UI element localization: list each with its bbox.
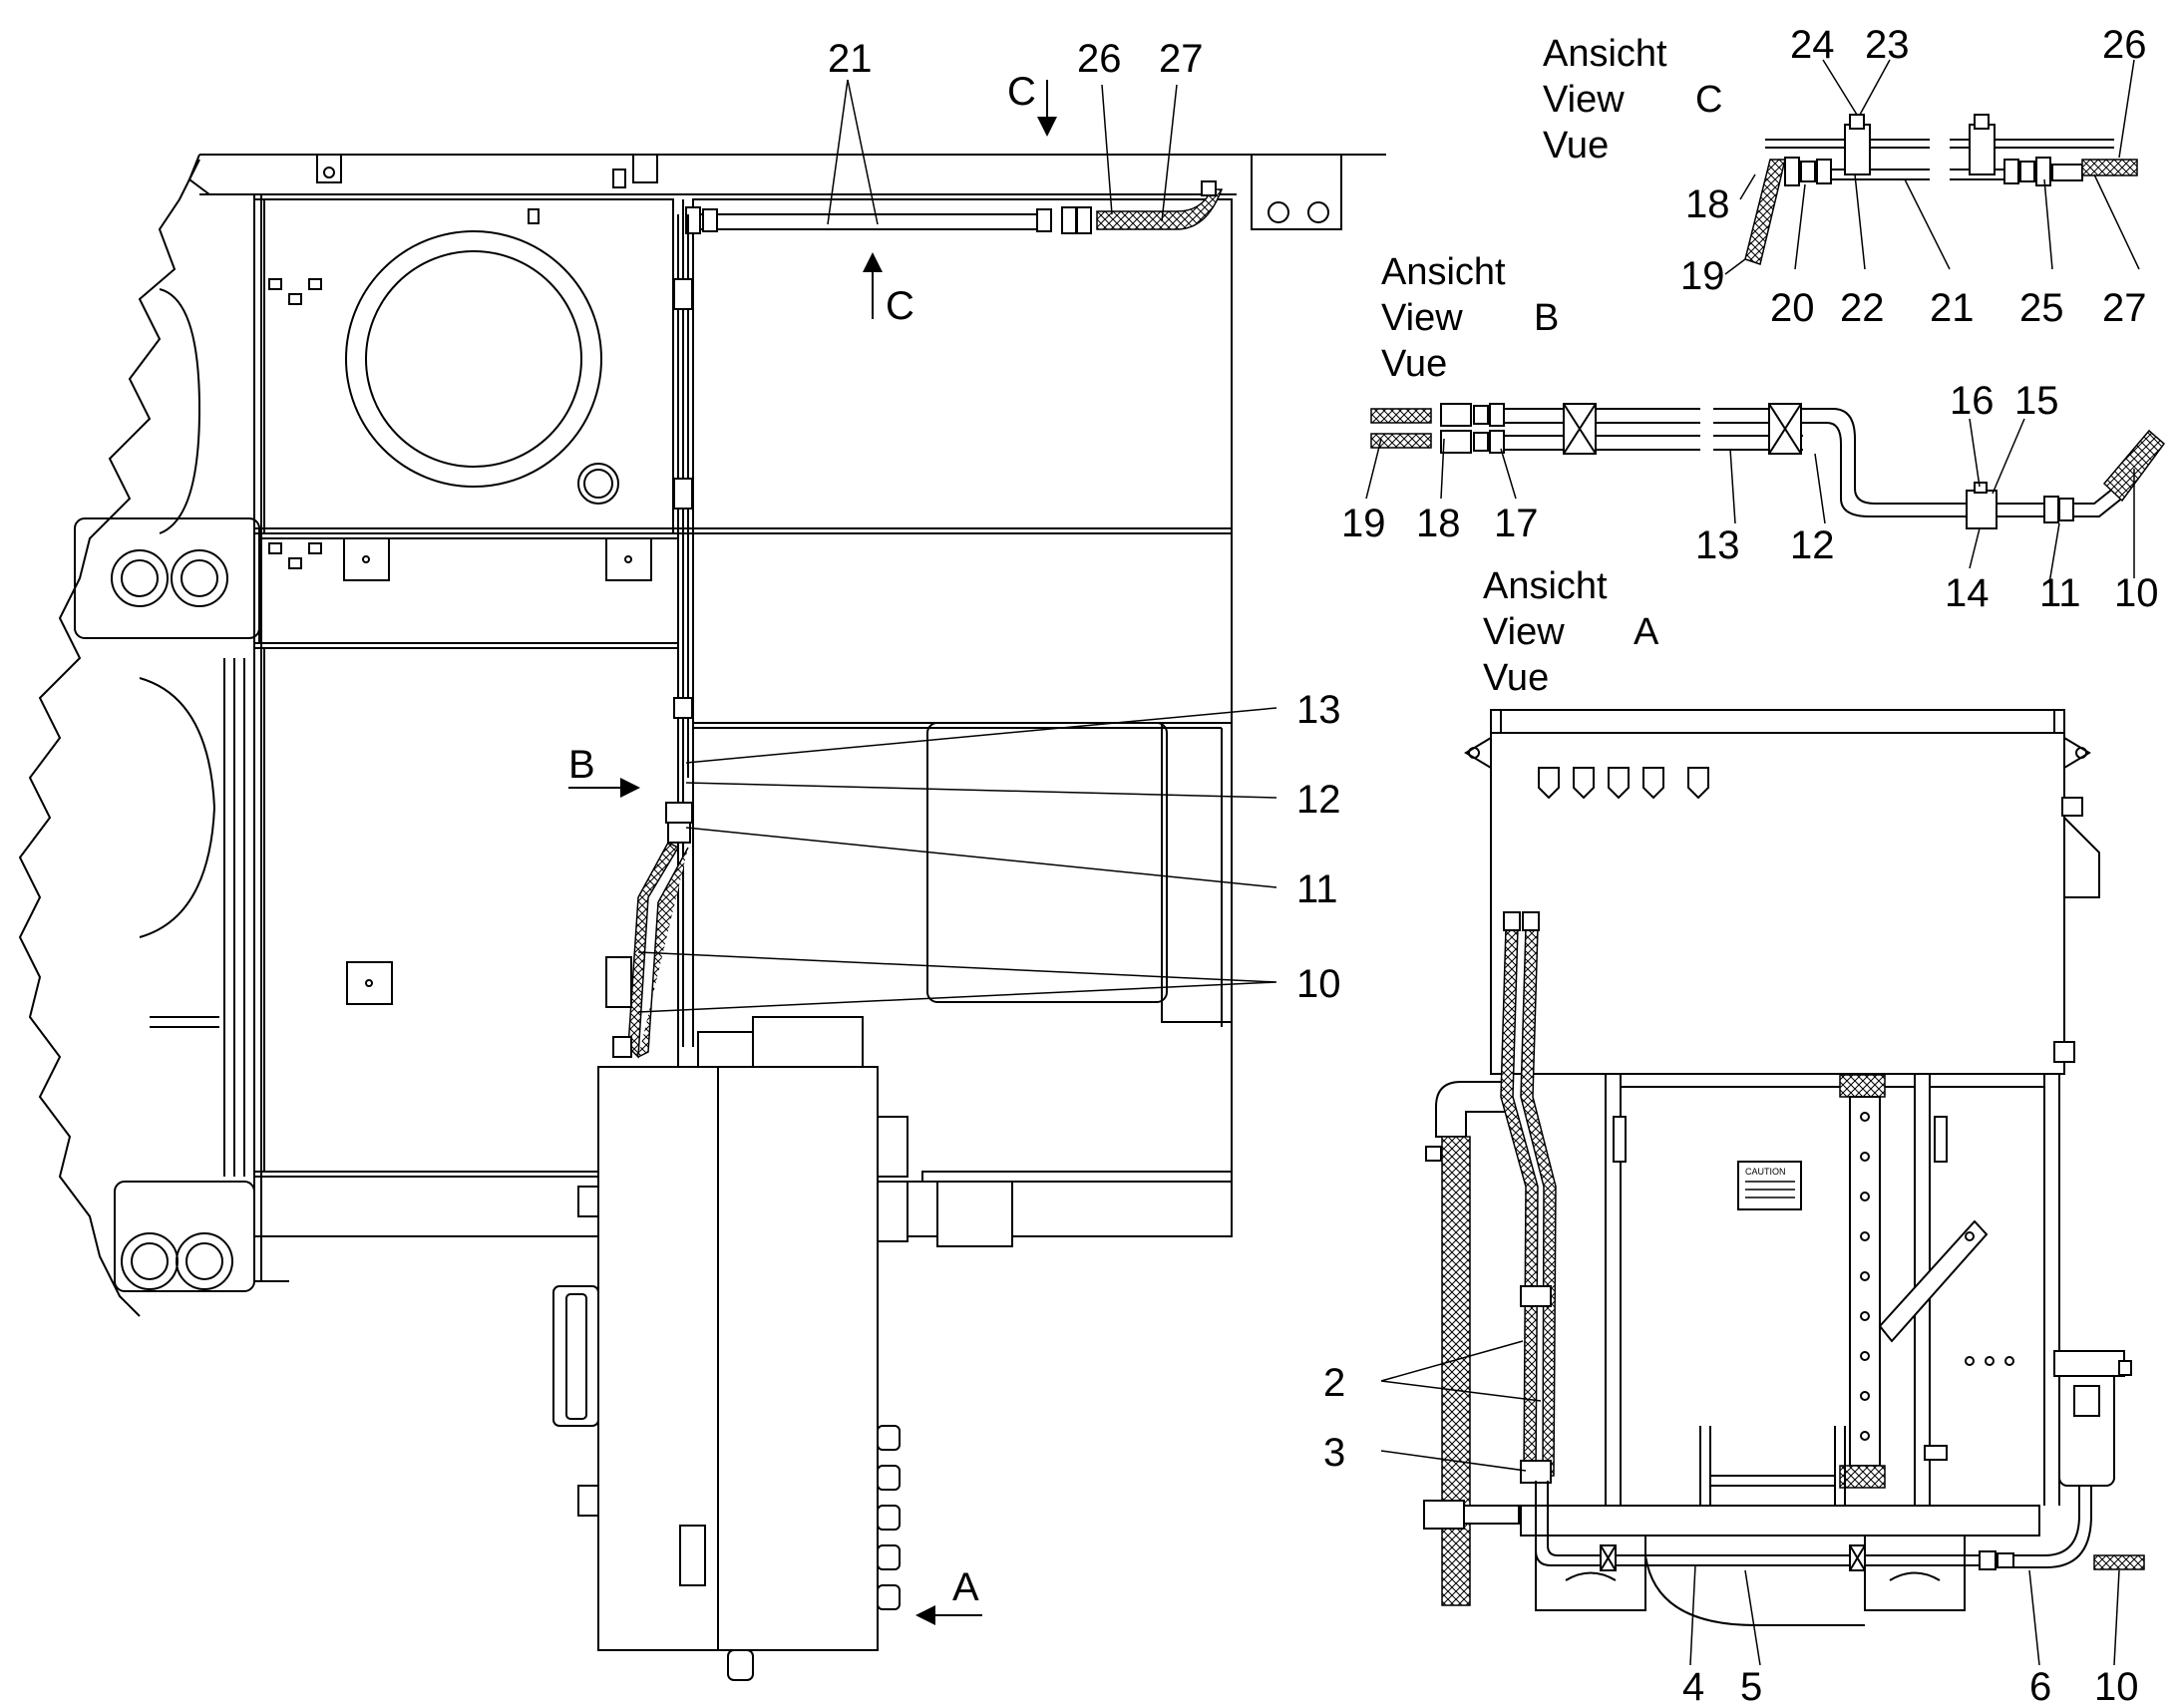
view-c-detail: Ansicht View Vue C 24 23 26 18 19 20 22 … [1543,23,2147,330]
callout-18-view-c: 18 [1685,182,1730,226]
callout-14-view-b: 14 [1945,571,1990,615]
arrow-c-mid-label: C [886,284,914,328]
view-b-view: View [1381,297,1463,339]
arrow-b-label: B [568,743,595,787]
main-assembly-view: C C B A 21 26 27 13 12 11 10 [18,37,1386,1681]
cabinet-connectors [877,1425,901,1610]
callout-11-main: 11 [1296,867,1338,911]
callout-10-main: 10 [1296,962,1341,1006]
view-a-hose-left [1441,1136,1471,1606]
callout-15-view-b: 15 [2014,379,2059,423]
view-b-letter: B [1534,297,1559,339]
callout-25-view-c: 25 [2019,286,2064,330]
callout-26-main: 26 [1077,37,1122,81]
callout-2-view-a: 2 [1323,1361,1345,1405]
hose-10-main [627,842,680,1059]
arrow-a-label: A [952,1565,979,1609]
upper-frame-panel [253,198,674,529]
arrow-c-top-label: C [1007,70,1036,114]
callout-22-view-c: 22 [1840,286,1885,330]
callout-27-view-c: 27 [2102,286,2147,330]
callout-5-view-a: 5 [1740,1665,1762,1708]
equipment-cabinet [597,1066,879,1651]
right-frame-panel [692,198,1233,529]
view-b-vue: Vue [1381,343,1447,385]
view-a-ansicht: Ansicht [1483,565,1608,607]
view-c-letter: C [1695,79,1722,121]
callout-3-view-a: 3 [1323,1431,1345,1475]
callout-11-view-b: 11 [2039,571,2081,615]
callout-4-view-a: 4 [1682,1665,1704,1708]
callout-27-main: 27 [1159,37,1204,81]
view-a-upper-cabinet [1490,709,2065,1075]
callout-17-view-b: 17 [1494,502,1539,545]
callout-12-view-b: 12 [1790,523,1835,567]
view-c-vue: Vue [1543,125,1609,167]
view-c-ansicht: Ansicht [1543,33,1667,75]
callout-18-view-b: 18 [1416,502,1461,545]
callout-12-main: 12 [1296,778,1341,822]
callout-23-view-c: 23 [1865,23,1910,67]
callout-21-view-c: 21 [1930,286,1975,330]
caution-label: CAUTION [1745,1167,1786,1177]
callout-6-view-a: 6 [2029,1665,2051,1708]
view-b-detail: Ansicht View Vue B 19 18 17 16 15 13 12 … [1341,251,2166,615]
callout-19-view-c: 19 [1680,254,1725,298]
caution-plate [1737,1161,1802,1210]
view-a-view: View [1483,611,1565,653]
top-rail [187,154,1386,195]
view-b-ansicht: Ansicht [1381,251,1506,293]
callout-13-main: 13 [1296,688,1341,732]
view-a-detail: Ansicht View Vue A CAUTION [1323,565,2145,1708]
view-a-letter: A [1634,611,1659,653]
callout-21-main: 21 [828,37,873,81]
rail-bolts [1860,1112,1870,1441]
callout-10-view-b: 10 [2114,571,2159,615]
round-cover-plate [345,230,602,488]
callout-20-view-c: 20 [1770,286,1815,330]
view-a-breakers [1538,767,1709,800]
view-c-view: View [1543,79,1625,121]
callout-10-view-a: 10 [2094,1665,2139,1708]
view-a-vertical-rail [1839,1074,1886,1098]
frame-break-edge [18,159,200,1317]
hose-26-27 [1096,188,1224,230]
top-rail-bracket [1251,154,1342,230]
callout-26-view-c: 26 [2102,23,2147,67]
callout-16-view-b: 16 [1950,379,1995,423]
pipe-21-upper [688,213,1037,230]
view-a-vue: Vue [1483,657,1549,699]
callout-19-view-b: 19 [1341,502,1386,545]
callout-24-view-c: 24 [1790,23,1835,67]
callout-13-view-b: 13 [1695,523,1740,567]
